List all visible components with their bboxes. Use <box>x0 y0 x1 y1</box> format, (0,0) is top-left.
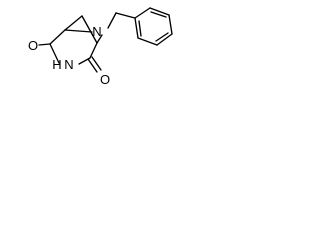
ring-bond-6 <box>134 17 139 39</box>
bond-ch2-ring <box>115 12 136 19</box>
ring-bond-1 <box>134 7 151 19</box>
bond-c1-c2 <box>49 29 66 45</box>
bond-c5-n-bridge <box>96 34 103 44</box>
bond-c2-n-amide <box>49 43 60 64</box>
ring-bond-4 <box>156 33 173 46</box>
ring-inner-bond-2 <box>155 32 169 42</box>
bond-c4-o-lower-b <box>91 56 102 71</box>
amide-nitrogen-label: N <box>64 57 73 72</box>
bond-c2-o-upper <box>38 43 51 46</box>
ring-bond-3 <box>168 14 173 35</box>
molecule-structure: N N H O O <box>28 7 173 87</box>
bridge-nitrogen-label: N <box>92 24 101 39</box>
ring-inner-bond-1 <box>150 11 167 18</box>
upper-oxygen-label: O <box>28 38 38 53</box>
bond-c4-o-lower-a <box>87 58 98 73</box>
bond-c4-c5 <box>89 42 98 59</box>
bond-c1-c7 <box>64 15 83 31</box>
ring-bond-5 <box>137 37 158 46</box>
ring-bond-2 <box>149 7 170 16</box>
amide-hydrogen-label: H <box>52 57 61 72</box>
bond-c7-c5 <box>81 15 98 44</box>
lower-oxygen-label: O <box>100 72 110 87</box>
bond-n-bridge-c1 <box>64 29 93 33</box>
ring-inner-bond-3 <box>138 20 142 37</box>
bond-n-ch2 <box>107 12 117 29</box>
